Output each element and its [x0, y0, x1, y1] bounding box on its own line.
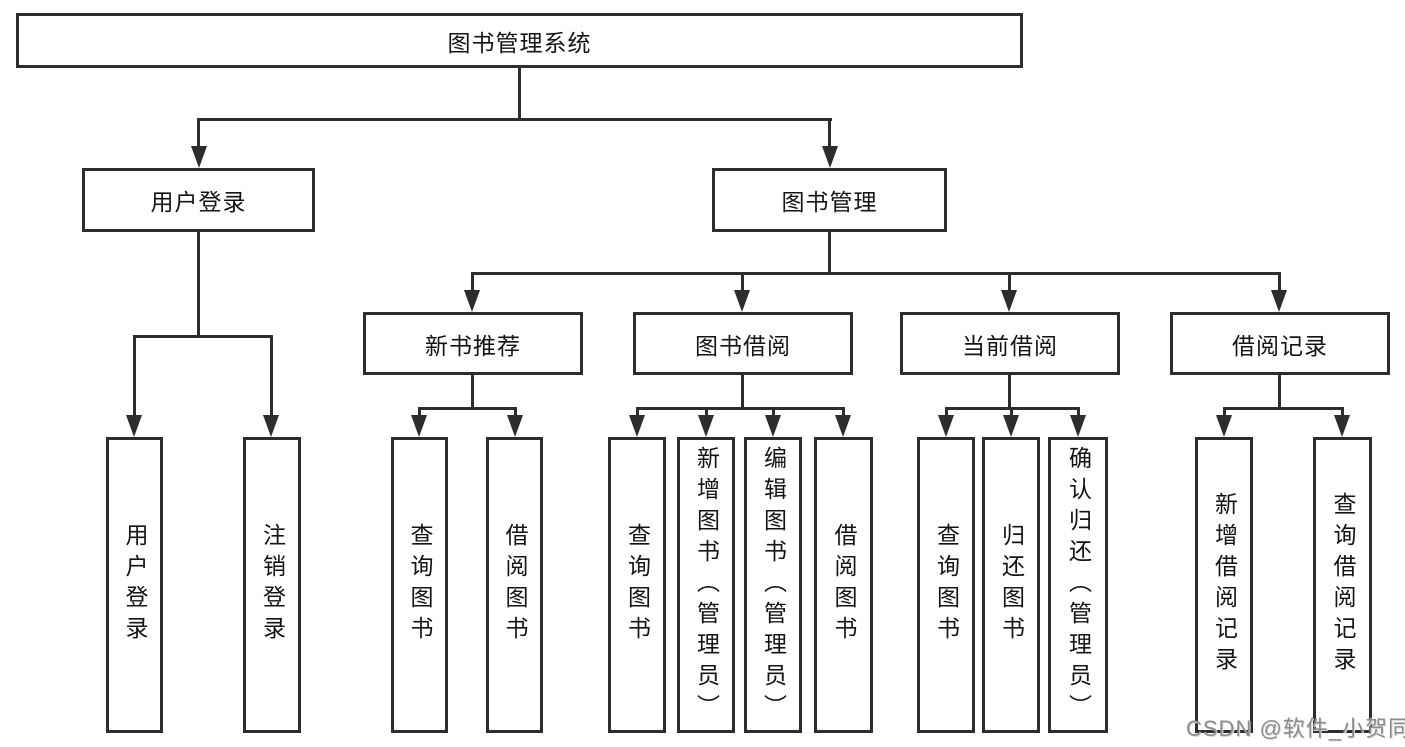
arrowhead-down-icon — [411, 415, 427, 437]
leaf-query-books-1-label: 查询图书 — [407, 523, 433, 647]
arrowhead-down-icon — [698, 415, 714, 437]
arrowhead-down-icon — [938, 415, 954, 437]
connector-line — [1223, 407, 1226, 417]
leaf-query-borrow-record: 查询借阅记录 — [1313, 437, 1372, 733]
connector-line — [1341, 407, 1344, 417]
connector-line — [1278, 375, 1281, 408]
leaf-add-books-admin: 新增图书（管理员） — [677, 437, 735, 733]
csdn-watermark: CSDN @软件_小贺同学 — [1186, 716, 1405, 741]
arrowhead-down-icon — [1216, 415, 1232, 437]
arrowhead-down-icon — [263, 415, 279, 437]
node-new-book-recommend: 新书推荐 — [363, 312, 583, 375]
leaf-add-books-admin-label: 新增图书（管理员） — [693, 445, 720, 725]
arrowhead-down-icon — [126, 415, 142, 437]
connector-line — [197, 232, 200, 335]
connector-line — [133, 335, 136, 415]
connector-line — [1077, 407, 1080, 417]
arrowhead-down-icon — [835, 415, 851, 437]
connector-line — [418, 407, 421, 417]
leaf-borrow-books-1-label: 借阅图书 — [502, 523, 528, 647]
connector-line — [741, 375, 744, 408]
connector-line — [1008, 375, 1011, 408]
leaf-user-login: 用户登录 — [106, 437, 163, 733]
leaf-query-books-3-label: 查询图书 — [933, 523, 960, 647]
leaf-query-borrow-record-label: 查询借阅记录 — [1330, 492, 1356, 678]
leaf-user-login-label: 用户登录 — [122, 523, 148, 647]
arrowhead-down-icon — [1001, 290, 1017, 312]
connector-line — [471, 272, 474, 291]
node-current-borrow: 当前借阅 — [900, 312, 1120, 375]
arrowhead-down-icon — [1334, 415, 1350, 437]
node-user-login: 用户登录 — [82, 168, 315, 232]
arrowhead-down-icon — [822, 146, 838, 168]
arrowhead-down-icon — [1271, 290, 1287, 312]
leaf-query-books-1: 查询图书 — [391, 437, 448, 733]
connector-line — [636, 407, 845, 410]
leaf-borrow-books-1: 借阅图书 — [486, 437, 543, 733]
connector-line — [1223, 407, 1343, 410]
connector-line — [705, 407, 708, 417]
connector-line — [772, 407, 775, 417]
leaf-query-books-2-label: 查询图书 — [624, 523, 651, 647]
node-book-borrow: 图书借阅 — [633, 312, 853, 375]
connector-line — [198, 118, 832, 121]
node-root: 图书管理系统 — [16, 13, 1023, 68]
leaf-add-borrow-record: 新增借阅记录 — [1195, 437, 1253, 733]
connector-line — [1008, 272, 1011, 291]
leaf-edit-books-admin: 编辑图书（管理员） — [744, 437, 802, 733]
node-book-management: 图书管理 — [712, 168, 947, 232]
leaf-query-books-2: 查询图书 — [608, 437, 666, 733]
arrowhead-down-icon — [1003, 415, 1019, 437]
arrowhead-down-icon — [1070, 415, 1086, 437]
leaf-borrow-books-2-label: 借阅图书 — [831, 523, 857, 647]
connector-line — [518, 68, 521, 118]
connector-line — [741, 272, 744, 291]
leaf-confirm-return-admin-label: 确认归还（管理员） — [1065, 445, 1092, 725]
connector-line — [270, 335, 273, 415]
leaf-return-books-label: 归还图书 — [998, 523, 1025, 647]
arrowhead-down-icon — [629, 415, 645, 437]
node-borrow-records-label: 借阅记录 — [1232, 332, 1328, 359]
node-user-login-label: 用户登录 — [150, 189, 247, 215]
arrowhead-down-icon — [191, 146, 207, 168]
leaf-borrow-books-2: 借阅图书 — [814, 437, 873, 733]
connector-line — [842, 407, 845, 417]
arrowhead-down-icon — [464, 290, 480, 312]
node-root-label: 图书管理系统 — [447, 29, 592, 56]
node-new-book-recommend-label: 新书推荐 — [425, 332, 521, 359]
leaf-edit-books-admin-label: 编辑图书（管理员） — [760, 445, 787, 725]
connector-line — [471, 272, 1281, 275]
leaf-return-books: 归还图书 — [982, 437, 1040, 733]
connector-line — [471, 375, 474, 408]
node-current-borrow-label: 当前借阅 — [962, 332, 1058, 359]
connector-line — [945, 407, 948, 417]
connector-line — [197, 118, 200, 146]
connector-line — [1010, 407, 1013, 417]
leaf-logout: 注销登录 — [243, 437, 301, 733]
connector-line — [636, 407, 639, 417]
connector-line — [418, 407, 517, 410]
leaf-confirm-return-admin: 确认归还（管理员） — [1048, 437, 1108, 733]
arrowhead-down-icon — [765, 415, 781, 437]
connector-line — [828, 118, 831, 146]
leaf-query-books-3: 查询图书 — [917, 437, 975, 733]
node-book-borrow-label: 图书借阅 — [695, 332, 791, 359]
node-borrow-records: 借阅记录 — [1170, 312, 1390, 375]
connector-line — [828, 232, 831, 273]
leaf-logout-label: 注销登录 — [259, 523, 286, 647]
connector-line — [514, 407, 517, 417]
connector-line — [133, 335, 273, 338]
connector-line — [1278, 272, 1281, 291]
leaf-add-borrow-record-label: 新增借阅记录 — [1211, 492, 1238, 678]
node-book-management-label: 图书管理 — [781, 189, 878, 215]
arrowhead-down-icon — [507, 415, 523, 437]
arrowhead-down-icon — [734, 290, 750, 312]
